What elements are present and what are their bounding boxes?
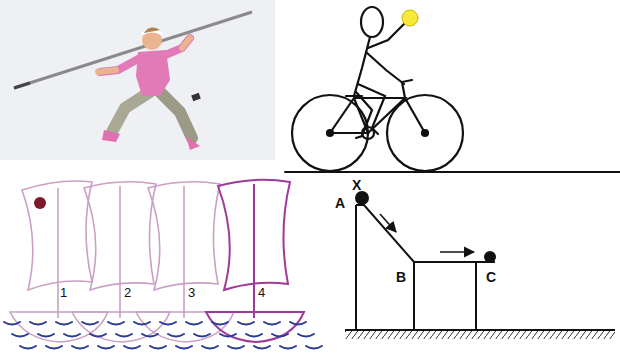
wave-stroke bbox=[38, 334, 54, 337]
wave-stroke bbox=[116, 334, 132, 337]
ramp-apparatus-part bbox=[345, 329, 615, 331]
wave-stroke bbox=[160, 322, 176, 325]
cyclist-part bbox=[330, 80, 425, 133]
javelin-thrower-part bbox=[191, 93, 201, 101]
ramp-apparatus-part bbox=[355, 205, 357, 330]
wave-stroke bbox=[264, 322, 280, 325]
ball bbox=[34, 197, 46, 209]
cyclist-part bbox=[366, 52, 404, 84]
wave-stroke bbox=[4, 322, 20, 325]
sailboats-part bbox=[22, 181, 92, 290]
ramp-apparatus-part bbox=[380, 214, 396, 232]
cyclist-part bbox=[356, 92, 372, 138]
sailboats-part bbox=[253, 184, 255, 318]
wave-stroke bbox=[254, 346, 270, 349]
wave-stroke bbox=[298, 334, 314, 337]
wave-stroke bbox=[272, 334, 288, 337]
ramp-apparatus-part bbox=[485, 252, 495, 262]
javelin-thrower-part bbox=[0, 0, 275, 160]
sailboats-part bbox=[10, 181, 234, 342]
wave-stroke bbox=[176, 346, 192, 349]
sailboats-part bbox=[136, 312, 234, 342]
javelin-thrower-part bbox=[14, 83, 30, 88]
javelin-thrower-part bbox=[144, 28, 160, 33]
wave-stroke bbox=[228, 346, 244, 349]
boat-number: 2 bbox=[124, 286, 131, 299]
wave-stroke bbox=[12, 334, 28, 337]
waves bbox=[4, 322, 322, 349]
point-label: X bbox=[352, 178, 361, 192]
sailboats-part bbox=[206, 180, 304, 342]
wave-stroke bbox=[90, 334, 106, 337]
wave-stroke bbox=[186, 322, 202, 325]
ramp-apparatus-part bbox=[413, 262, 415, 330]
javelin-thrower bbox=[0, 0, 275, 160]
ramp-apparatus-part bbox=[356, 192, 368, 204]
wave-stroke bbox=[56, 322, 72, 325]
javelin-thrower-part bbox=[160, 92, 192, 138]
ramp-apparatus-part bbox=[440, 251, 474, 253]
wave-stroke bbox=[30, 322, 46, 325]
sailboats bbox=[4, 180, 322, 349]
ramp-apparatus-part bbox=[356, 205, 495, 262]
ramp-apparatus-part bbox=[475, 262, 477, 330]
sailboats-part bbox=[57, 188, 59, 318]
wave-stroke bbox=[98, 346, 114, 349]
boat-number: 1 bbox=[60, 286, 67, 299]
javelin-thrower-part bbox=[98, 70, 116, 72]
javelin-thrower-part bbox=[186, 136, 200, 150]
javelin-thrower-part bbox=[142, 30, 162, 50]
javelin-thrower-part bbox=[102, 130, 120, 142]
wave-stroke bbox=[194, 334, 210, 337]
point-label: B bbox=[396, 270, 406, 284]
javelin-thrower-part bbox=[14, 12, 252, 88]
wave-stroke bbox=[246, 334, 262, 337]
sailboats-part bbox=[10, 312, 108, 342]
wave-stroke bbox=[82, 322, 98, 325]
ramp-apparatus bbox=[345, 192, 615, 339]
wave-stroke bbox=[150, 346, 166, 349]
wave-stroke bbox=[20, 346, 36, 349]
point-label: A bbox=[335, 196, 345, 210]
sailboats-part bbox=[72, 312, 170, 342]
wave-stroke bbox=[134, 322, 150, 325]
point-label: C bbox=[486, 270, 496, 284]
sailboats-part bbox=[183, 186, 185, 318]
javelin-thrower-part bbox=[182, 38, 190, 48]
cyclist bbox=[285, 7, 620, 172]
wave-stroke bbox=[72, 346, 88, 349]
wave-stroke bbox=[64, 334, 80, 337]
cyclist-part bbox=[361, 7, 383, 37]
wave-stroke bbox=[46, 346, 62, 349]
javelin-thrower-part bbox=[112, 92, 150, 132]
sailboats-part bbox=[119, 186, 121, 318]
cyclist-part bbox=[368, 24, 404, 48]
wave-stroke bbox=[108, 322, 124, 325]
boat-number: 4 bbox=[258, 286, 265, 299]
wave-stroke bbox=[168, 334, 184, 337]
ramp-apparatus-part bbox=[345, 330, 615, 339]
wave-stroke bbox=[142, 334, 158, 337]
wave-stroke bbox=[202, 346, 218, 349]
wave-stroke bbox=[220, 334, 236, 337]
javelin-thrower-part bbox=[163, 38, 190, 56]
wave-stroke bbox=[290, 322, 306, 325]
wave-stroke bbox=[212, 322, 228, 325]
wave-stroke bbox=[238, 322, 254, 325]
cyclist-part bbox=[402, 10, 418, 26]
wave-stroke bbox=[124, 346, 140, 349]
sailboats-part bbox=[206, 312, 304, 342]
boat-number: 3 bbox=[188, 286, 195, 299]
wave-stroke bbox=[306, 346, 322, 349]
wave-stroke bbox=[280, 346, 296, 349]
